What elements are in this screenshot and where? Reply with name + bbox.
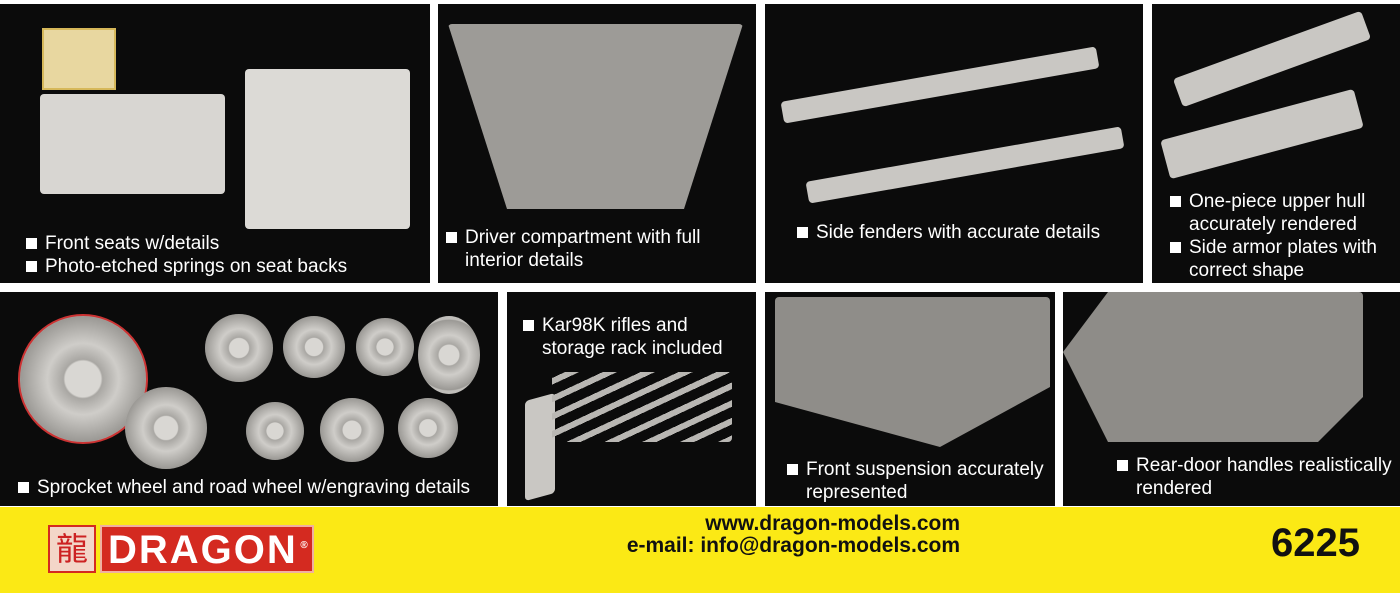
caption: Side fenders with accurate details xyxy=(816,222,1101,243)
caption: Driver compartment with full interior de… xyxy=(465,227,701,271)
caption: Photo-etched springs on seat backs xyxy=(45,256,348,277)
panel-driver-compartment: Driver compartment with full interior de… xyxy=(438,4,756,283)
panel-front-suspension: Front suspension accurately represented xyxy=(765,292,1055,506)
dragon-logo: 龍 DRAGON® xyxy=(48,525,314,573)
suspension-image xyxy=(775,297,1050,447)
road-wheel-image xyxy=(125,387,207,469)
product-code: 6225 xyxy=(1271,521,1360,565)
fender-image xyxy=(780,46,1100,124)
panel-rear-door: Rear-door handles realistically rendered xyxy=(1063,292,1400,506)
sprocket-image xyxy=(205,314,273,382)
email-link[interactable]: e-mail: info@dragon-models.com xyxy=(626,534,960,557)
website-link[interactable]: www.dragon-models.com xyxy=(705,512,960,535)
seat-image xyxy=(40,94,225,194)
engraving-detail-image xyxy=(18,314,148,444)
rifle-rack-image xyxy=(525,392,555,502)
rifles-image xyxy=(552,372,732,442)
road-wheel-image xyxy=(398,398,458,458)
caption: Front seats w/details xyxy=(45,233,220,254)
panel-rifles: Kar98K rifles and storage rack included xyxy=(507,292,756,506)
panel-front-seats: Front seats w/details Photo-etched sprin… xyxy=(0,4,430,283)
caption: Rear-door handles realistically rendered xyxy=(1136,455,1392,499)
caption: Front suspension accurately represented xyxy=(806,459,1044,503)
panel-side-fenders: Side fenders with accurate details xyxy=(765,4,1143,283)
caption: One-piece upper hull accurately rendered xyxy=(1189,191,1366,235)
rear-door-image xyxy=(1063,292,1363,442)
footer-bar: 龍 DRAGON® www.dragon-models.com e-mail: … xyxy=(0,507,1400,593)
dragon-emblem-icon: 龍 xyxy=(48,525,96,573)
road-wheel-image xyxy=(356,318,414,376)
panel-upper-hull: One-piece upper hull accurately rendered… xyxy=(1152,4,1400,283)
panel-wheels: Sprocket wheel and road wheel w/engravin… xyxy=(0,292,498,506)
fender-image xyxy=(805,126,1125,204)
road-wheel-image xyxy=(320,398,384,462)
driver-compartment-image xyxy=(448,24,743,209)
road-wheel-image xyxy=(283,316,345,378)
caption: Side armor plates with correct shape xyxy=(1189,237,1377,281)
seat-image xyxy=(245,69,410,229)
tire-image xyxy=(418,316,480,394)
caption: Kar98K rifles and storage rack included xyxy=(542,315,723,359)
logo-text: DRAGON xyxy=(108,528,298,572)
caption: Sprocket wheel and road wheel w/engravin… xyxy=(37,477,471,498)
sprocket-image xyxy=(246,402,304,460)
photo-etch-inset xyxy=(42,28,116,90)
